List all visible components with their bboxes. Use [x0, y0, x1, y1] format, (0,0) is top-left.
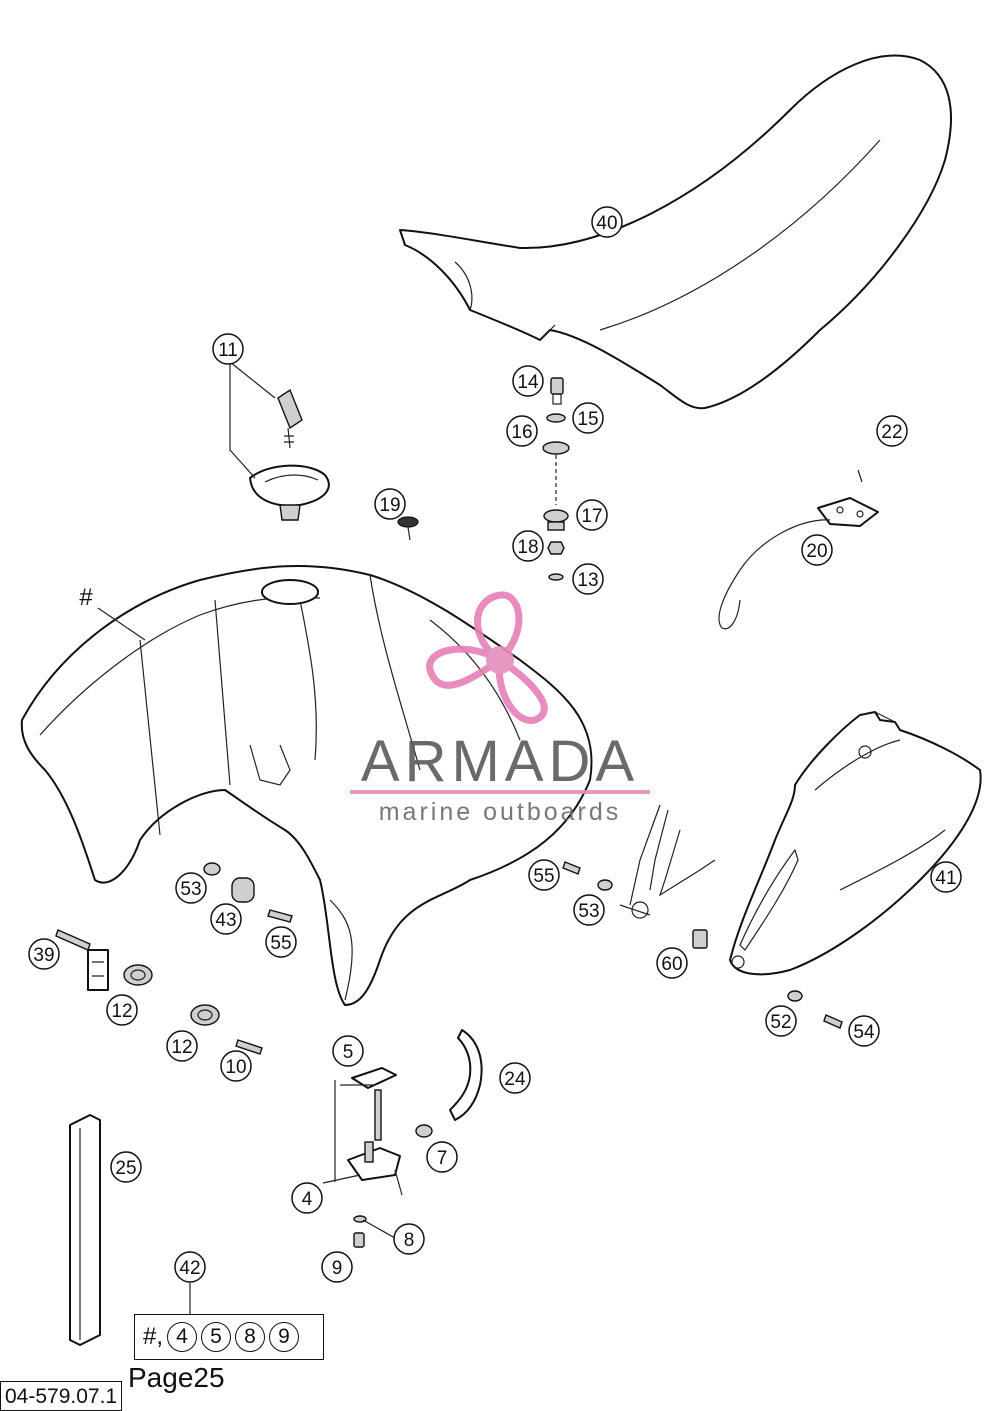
armada-watermark: ARMADA marine outboards	[350, 591, 650, 826]
kit-item-8: 8	[235, 1322, 266, 1352]
callout-14: 14	[512, 365, 544, 397]
callout-39: 39	[28, 938, 60, 970]
callout-9: 9	[321, 1251, 353, 1283]
small-hardware-drawing	[55, 861, 843, 1055]
callout-5: 5	[332, 1035, 364, 1067]
svg-text:15: 15	[577, 409, 598, 430]
callout-16: 16	[506, 415, 538, 447]
callout-24: 24	[499, 1062, 531, 1094]
svg-text:60: 60	[661, 954, 682, 975]
callout-7: 7	[426, 1141, 458, 1173]
svg-text:4: 4	[302, 1189, 313, 1210]
seat-lock-cable-drawing	[718, 469, 879, 630]
kit-contents-box: #, 4 5 8 9	[134, 1314, 324, 1360]
svg-text:5: 5	[343, 1042, 354, 1063]
seat-drawing	[399, 54, 952, 410]
svg-text:10: 10	[225, 1057, 246, 1078]
callout-12-lower: 12	[166, 1030, 198, 1062]
svg-text:42: 42	[179, 1258, 200, 1279]
fuel-tap-drawing	[347, 1029, 483, 1248]
svg-text:55: 55	[270, 933, 291, 954]
frame-bracket-drawing	[619, 804, 716, 919]
svg-text:#: #	[79, 584, 93, 611]
callout-43: 43	[210, 903, 242, 935]
callout-25: 25	[110, 1151, 142, 1183]
callout-17: 17	[576, 499, 608, 531]
svg-text:25: 25	[115, 1158, 136, 1179]
svg-text:41: 41	[935, 868, 956, 889]
callout-20: 20	[801, 534, 833, 566]
kit-item-5: 5	[201, 1322, 232, 1352]
kit-item-4: 4	[167, 1322, 198, 1352]
svg-text:9: 9	[332, 1258, 343, 1279]
svg-text:13: 13	[577, 570, 598, 591]
svg-text:40: 40	[596, 213, 617, 234]
svg-text:53: 53	[578, 901, 599, 922]
svg-text:43: 43	[215, 910, 236, 931]
callout-22: 22	[876, 415, 908, 447]
callout-41: 41	[930, 861, 962, 893]
svg-text:17: 17	[581, 506, 602, 527]
svg-text:12: 12	[171, 1037, 192, 1058]
svg-text:18: 18	[517, 537, 538, 558]
callout-11: 11	[212, 333, 244, 365]
svg-text:24: 24	[504, 1069, 526, 1090]
svg-text:54: 54	[853, 1022, 875, 1043]
svg-text:7: 7	[437, 1148, 448, 1169]
callout-42: 42	[174, 1251, 206, 1283]
tank-cap-and-key-drawing	[249, 388, 330, 521]
callout-labels: 40 11 14 15 16 17 18 13 19 22 20 41 52 5…	[28, 206, 962, 1283]
callout-54: 54	[848, 1015, 880, 1047]
callout-53-right: 53	[573, 894, 605, 926]
callout-55-left: 55	[265, 926, 297, 958]
svg-text:22: 22	[881, 422, 902, 443]
svg-text:11: 11	[218, 340, 238, 361]
svg-text:14: 14	[517, 372, 539, 393]
svg-text:52: 52	[770, 1012, 791, 1033]
watermark-tagline: marine outboards	[379, 798, 622, 826]
kit-prefix: #,	[143, 1323, 164, 1350]
watermark-brand: ARMADA	[361, 729, 639, 794]
callout-53-left: 53	[175, 872, 207, 904]
svg-text:20: 20	[806, 541, 827, 562]
svg-text:12: 12	[111, 1001, 132, 1022]
fuel-tank-drawing	[20, 564, 593, 1006]
page-label: Page25	[128, 1362, 225, 1393]
side-panel-drawing	[729, 711, 982, 976]
callout-19: 19	[374, 488, 406, 520]
svg-text:39: 39	[33, 945, 54, 966]
propeller-logo-icon	[426, 591, 548, 724]
svg-text:19: 19	[379, 495, 400, 516]
strip-25-drawing	[69, 1114, 101, 1346]
callout-13: 13	[572, 563, 604, 595]
callout-12-upper: 12	[106, 994, 138, 1026]
document-code: 04-579.07.1	[0, 1381, 123, 1411]
callout-55-right: 55	[528, 859, 560, 891]
screw-19-drawing	[397, 516, 419, 541]
callout-8: 8	[393, 1223, 425, 1255]
svg-text:53: 53	[180, 879, 201, 900]
seat-mount-hardware-drawing	[542, 377, 570, 581]
svg-text:16: 16	[511, 422, 532, 443]
callout-10: 10	[220, 1050, 252, 1082]
svg-text:8: 8	[404, 1230, 415, 1251]
callout-15: 15	[572, 402, 604, 434]
tank-marker: #	[79, 584, 93, 611]
callout-40: 40	[591, 206, 623, 238]
kit-item-9: 9	[269, 1322, 300, 1352]
callout-60: 60	[656, 947, 688, 979]
callout-18: 18	[512, 530, 544, 562]
callout-4: 4	[291, 1182, 323, 1214]
svg-text:55: 55	[533, 866, 554, 887]
callout-52: 52	[765, 1005, 797, 1037]
